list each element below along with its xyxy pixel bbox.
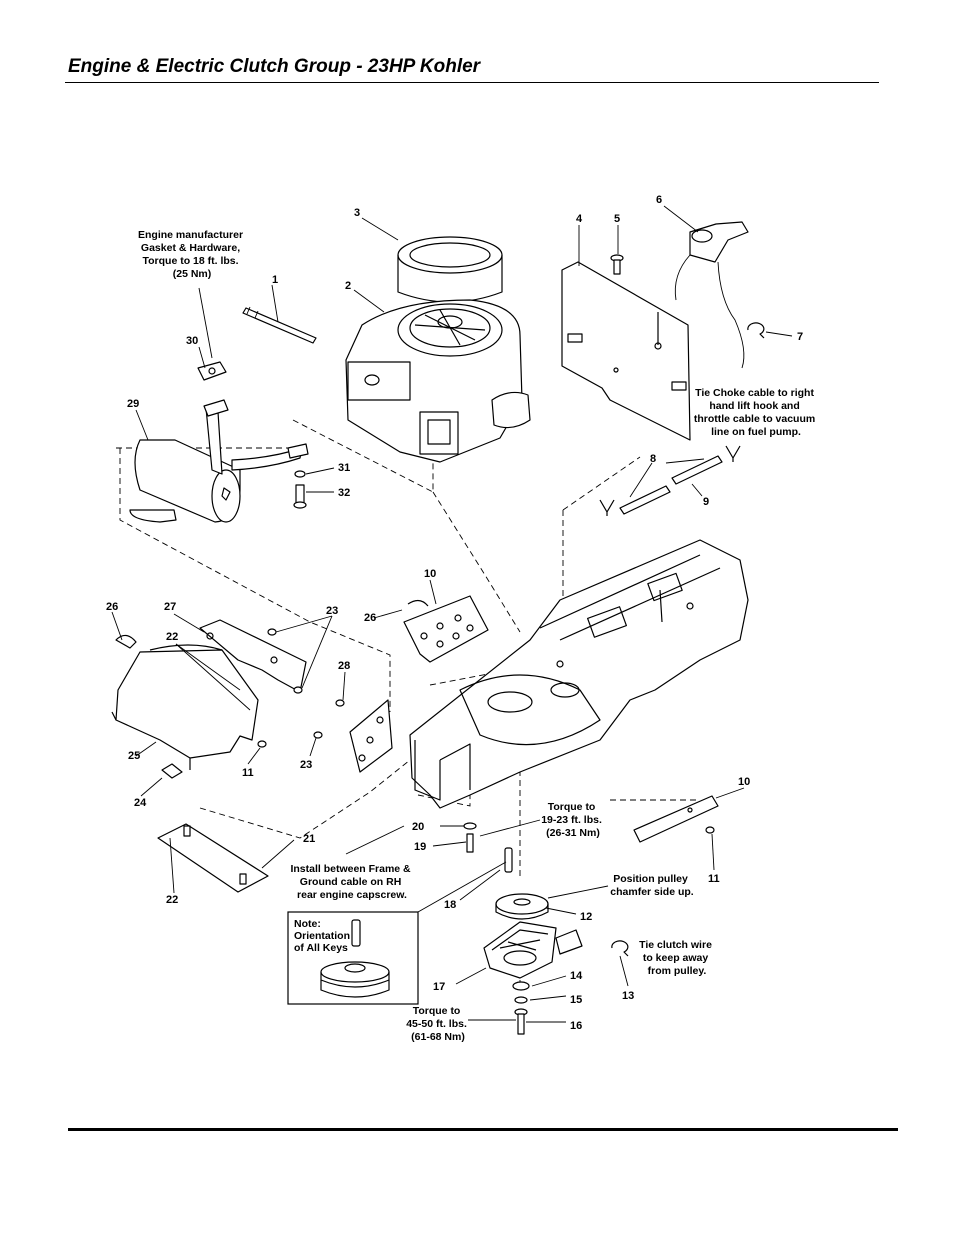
- callout-22-lower: 22: [166, 894, 178, 906]
- note-install-ground-cable: Install between Frame & Ground cable on …: [290, 863, 413, 901]
- part-engine: [345, 299, 531, 463]
- annotation-notes: Engine manufacturer Gasket & Hardware, T…: [138, 229, 818, 1043]
- callout-12: 12: [580, 911, 592, 923]
- callout-8: 8: [650, 453, 656, 465]
- part-muffler: [129, 399, 309, 523]
- callout-31: 31: [338, 462, 350, 474]
- callout-23-lower: 23: [300, 759, 312, 771]
- callout-24: 24: [134, 797, 147, 809]
- callout-27: 27: [164, 601, 176, 613]
- part-frame: [409, 539, 749, 809]
- note-choke-cable: Tie Choke cable to right hand lift hook …: [694, 387, 818, 438]
- callout-11-left: 11: [242, 767, 254, 779]
- note-gasket-hardware: Engine manufacturer Gasket & Hardware, T…: [138, 229, 246, 280]
- part-clutch-hardware: [512, 940, 629, 1035]
- callout-21: 21: [303, 833, 315, 845]
- callout-16: 16: [570, 1020, 582, 1032]
- callout-14: 14: [570, 970, 583, 982]
- callout-5: 5: [614, 213, 620, 225]
- part-bolt: [610, 254, 624, 275]
- callout-11-right: 11: [708, 873, 720, 885]
- part-air-cleaner-cover: [397, 236, 503, 303]
- part-belt-guard: [111, 619, 307, 779]
- part-gasket: [197, 361, 227, 381]
- leader-lines: [111, 205, 793, 1023]
- callout-3: 3: [354, 207, 360, 219]
- part-key: [504, 847, 513, 873]
- part-mount-plate-upper: [403, 595, 489, 663]
- callout-9: 9: [703, 496, 709, 508]
- part-lower-shield: [157, 823, 269, 893]
- part-washer-bolt: [293, 470, 307, 509]
- footer-rule: [68, 1128, 898, 1131]
- callout-numbers: 1 2 3 4 5 6 7 8 9 10 10 11 11 12 13 14 1…: [106, 194, 803, 1032]
- part-tubes-ties: [599, 445, 741, 516]
- part-electric-clutch: [483, 921, 583, 979]
- note-clutch-wire: Tie clutch wire to keep away from pulley…: [639, 939, 715, 977]
- part-stud: [242, 306, 317, 344]
- callout-7: 7: [797, 331, 803, 343]
- page-title: Engine & Electric Clutch Group - 23HP Ko…: [68, 56, 481, 77]
- part-cable-clip: [747, 322, 765, 339]
- note-torque-19-23: Torque to 19-23 ft. lbs. (26-31 Nm): [541, 801, 605, 839]
- callout-15: 15: [570, 994, 582, 1006]
- part-pulley: [495, 893, 549, 920]
- callout-17: 17: [433, 981, 445, 993]
- callout-20: 20: [412, 821, 424, 833]
- callout-26-left: 26: [106, 601, 118, 613]
- callout-22-upper: 22: [166, 631, 178, 643]
- note-key-orientation: Note: Orientation of All Keys: [294, 918, 353, 954]
- callout-6: 6: [656, 194, 662, 206]
- callout-23-upper: 23: [326, 605, 338, 617]
- part-throttle-control: [674, 221, 749, 369]
- note-position-pulley: Position pulley chamfer side up.: [610, 873, 694, 898]
- callout-1: 1: [272, 274, 278, 286]
- callout-10-upper: 10: [424, 568, 436, 580]
- callout-18: 18: [444, 899, 456, 911]
- note-torque-45-50: Torque to 45-50 ft. lbs. (61-68 Nm): [406, 1005, 470, 1043]
- callout-2: 2: [345, 280, 351, 292]
- header-rule: [65, 82, 879, 83]
- callout-30: 30: [186, 335, 198, 347]
- part-mount-plate-lower: [633, 795, 719, 843]
- callout-19: 19: [414, 841, 426, 853]
- part-heat-shield: [561, 261, 691, 441]
- inset-key-orientation: [287, 911, 419, 1005]
- callout-32: 32: [338, 487, 350, 499]
- callout-29: 29: [127, 398, 139, 410]
- part-engine-bracket: [313, 699, 393, 773]
- part-frame-bolt: [463, 822, 477, 853]
- callout-13: 13: [622, 990, 634, 1002]
- callout-28: 28: [338, 660, 350, 672]
- callout-4: 4: [576, 213, 583, 225]
- callout-25: 25: [128, 750, 140, 762]
- callout-10-lower: 10: [738, 776, 750, 788]
- callout-26-right: 26: [364, 612, 376, 624]
